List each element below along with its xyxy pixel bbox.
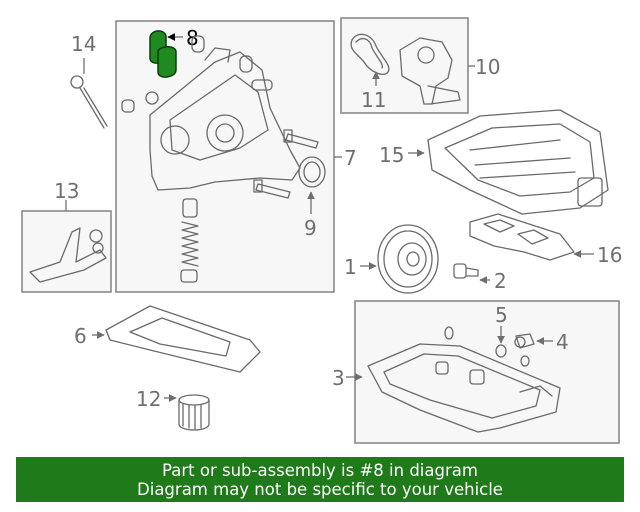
callout-14: 14 xyxy=(71,32,96,56)
oil-filter-12 xyxy=(178,394,210,431)
banner-line-1: Part or sub-assembly is #8 in diagram xyxy=(162,461,478,480)
pressure-switch-2 xyxy=(453,263,479,279)
drain-plug-4 xyxy=(514,333,535,349)
callout-4: 4 xyxy=(556,330,569,354)
callout-10: 10 xyxy=(475,55,500,79)
oil-pan-3 xyxy=(367,343,561,433)
callout-7: 7 xyxy=(344,146,357,170)
relief-valve-spring xyxy=(180,198,199,283)
callout-6: 6 xyxy=(74,324,87,348)
oil-pan-group-box xyxy=(354,300,620,444)
washer-5 xyxy=(495,344,507,358)
dipstick-14 xyxy=(70,75,108,129)
callout-9: 9 xyxy=(304,216,317,240)
gasket-16 xyxy=(469,213,575,261)
callout-12: 12 xyxy=(136,387,161,411)
pan-washer xyxy=(520,355,530,367)
strainer-gasket-11 xyxy=(350,33,390,76)
pan-oring xyxy=(444,326,454,340)
oil-pump-group-box xyxy=(115,20,335,293)
part-info-banner: Part or sub-assembly is #8 in diagram Di… xyxy=(16,457,624,502)
crank-pulley-1 xyxy=(377,224,439,294)
callout-2: 2 xyxy=(494,269,507,293)
intake-manifold-15 xyxy=(427,109,609,215)
callout-1: 1 xyxy=(344,255,357,279)
callout-3: 3 xyxy=(332,366,345,390)
oil-pipe-13 xyxy=(29,227,107,283)
callout-5: 5 xyxy=(495,303,508,327)
part-8-highlighted[interactable] xyxy=(149,30,177,78)
oil-strainer-10 xyxy=(399,37,461,105)
baffle-plate-6 xyxy=(105,305,261,373)
oil-seal-9 xyxy=(298,156,326,188)
callout-13: 13 xyxy=(54,179,79,203)
pump-bolts xyxy=(253,129,319,199)
callout-11: 11 xyxy=(361,88,386,112)
callout-16: 16 xyxy=(597,243,622,267)
banner-line-2: Diagram may not be specific to your vehi… xyxy=(137,480,503,499)
oil-pump-body xyxy=(121,35,301,191)
callout-15: 15 xyxy=(379,143,404,167)
